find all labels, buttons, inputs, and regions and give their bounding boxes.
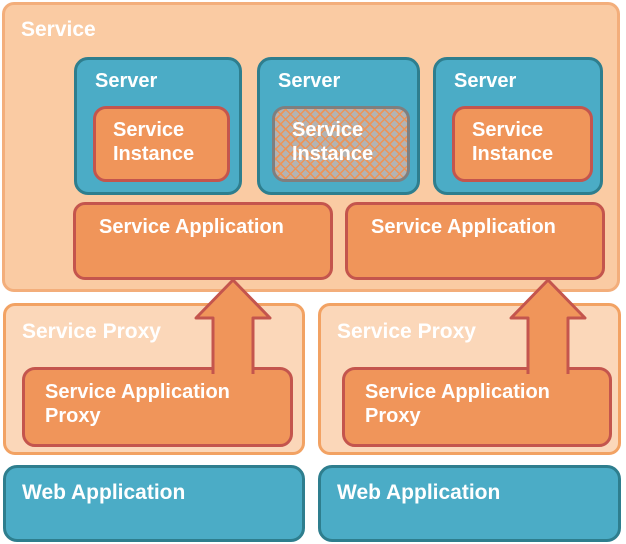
service-instance-label-3-line2: Instance bbox=[472, 142, 554, 165]
service-instance-box-1: Service Instance bbox=[93, 106, 230, 182]
up-arrow-left-icon bbox=[194, 278, 272, 374]
service-application-box-2: Service Application bbox=[345, 202, 605, 280]
service-application-proxy-label-1-line2: Proxy bbox=[45, 404, 101, 427]
service-application-proxy-box-2: Service Application Proxy bbox=[342, 367, 612, 447]
service-instance-label-1: Service Instance bbox=[113, 119, 227, 166]
service-instance-box-3: Service Instance bbox=[452, 106, 593, 182]
service-instance-label-2-line1: Service bbox=[292, 119, 364, 141]
service-instance-label-1-line1: Service bbox=[113, 119, 185, 141]
service-application-proxy-label-1: Service Application Proxy bbox=[45, 381, 290, 428]
service-label: Service bbox=[21, 18, 96, 41]
web-application-box-2: Web Application bbox=[318, 465, 621, 542]
service-application-box-1: Service Application bbox=[73, 202, 333, 280]
service-application-proxy-label-1-line1: Service Application bbox=[45, 381, 230, 403]
server-label-1: Server bbox=[95, 70, 158, 92]
service-application-label-2: Service Application bbox=[371, 216, 556, 238]
service-proxy-label-1: Service Proxy bbox=[22, 320, 161, 343]
service-application-proxy-box-1: Service Application Proxy bbox=[22, 367, 293, 447]
server-label-2: Server bbox=[278, 70, 341, 92]
server-label-3: Server bbox=[454, 70, 517, 92]
service-instance-label-3-line1: Service bbox=[472, 119, 544, 141]
service-application-proxy-label-2-line2: Proxy bbox=[365, 404, 421, 427]
web-application-box-1: Web Application bbox=[3, 465, 305, 542]
service-application-proxy-label-2-line1: Service Application bbox=[365, 381, 550, 403]
web-application-label-2: Web Application bbox=[337, 481, 501, 504]
service-instance-label-2-line2: Instance bbox=[292, 142, 374, 165]
service-instance-label-2: Service Instance bbox=[292, 119, 407, 166]
service-instance-label-1-line2: Instance bbox=[113, 142, 195, 165]
service-application-proxy-label-2: Service Application Proxy bbox=[365, 381, 609, 428]
service-proxy-label-2: Service Proxy bbox=[337, 320, 476, 343]
service-application-label-1: Service Application bbox=[99, 216, 284, 238]
web-application-label-1: Web Application bbox=[22, 481, 186, 504]
up-arrow-right-icon bbox=[509, 278, 587, 374]
service-instance-box-2-inactive: Service Instance bbox=[272, 106, 410, 182]
service-instance-label-3: Service Instance bbox=[472, 119, 590, 166]
